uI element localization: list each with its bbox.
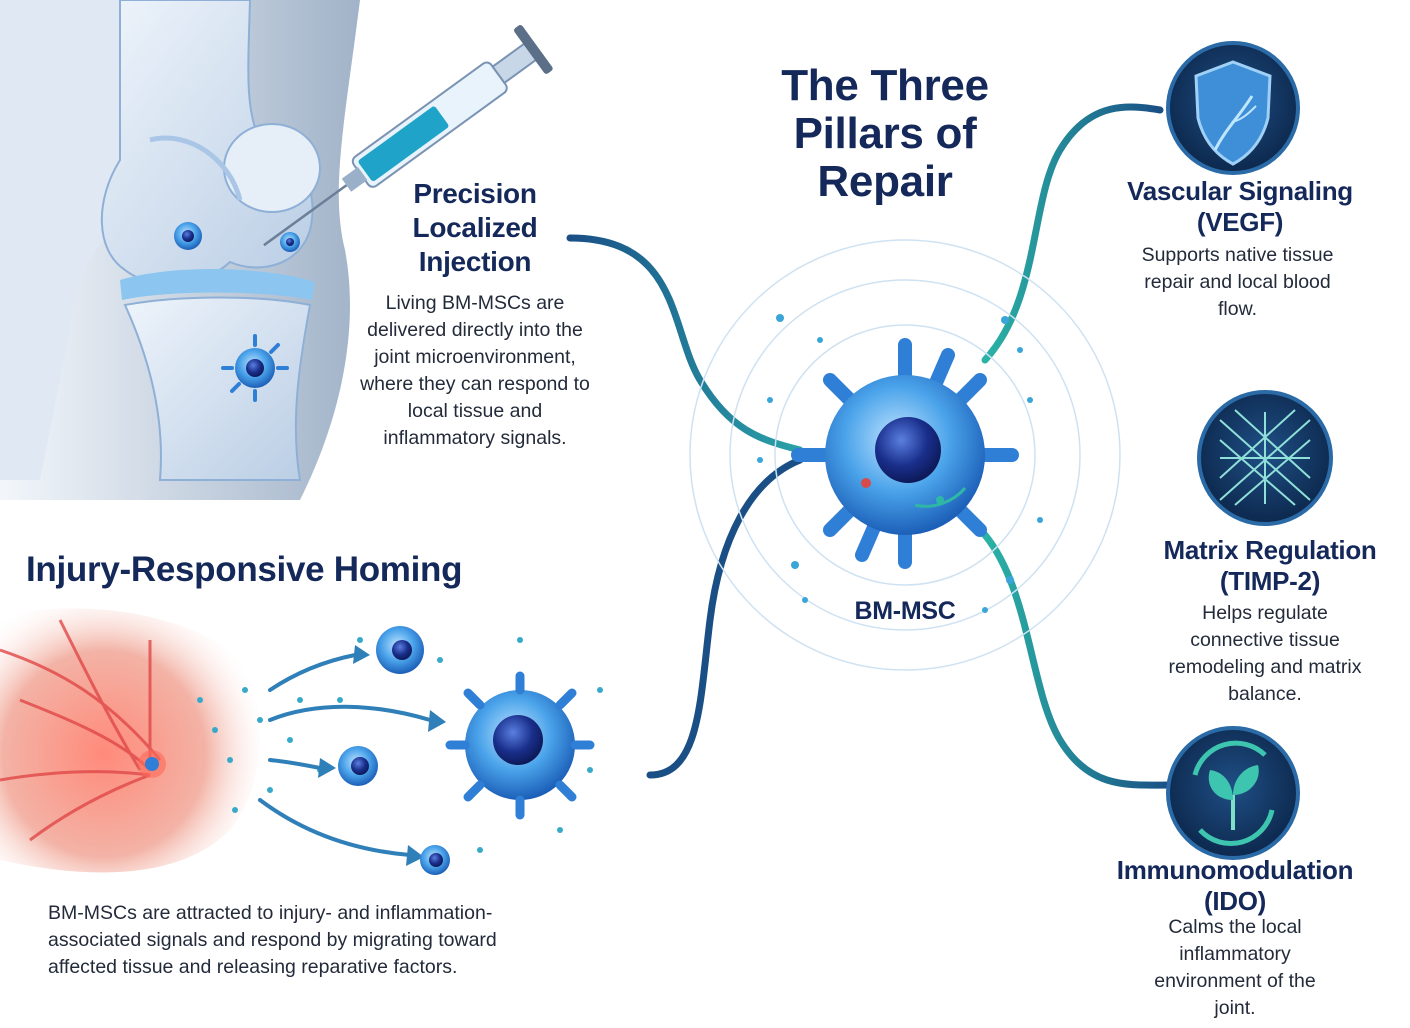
pillar-timp2-heading: Matrix Regulation (TIMP-2) bbox=[1163, 535, 1377, 596]
injection-heading: Precision Localized Injection bbox=[412, 178, 538, 277]
inflamed-tissue-illustration bbox=[0, 608, 260, 873]
center-cell-icon bbox=[791, 338, 1019, 569]
migrating-cell-1 bbox=[376, 626, 424, 674]
connector-lines bbox=[566, 103, 1204, 789]
migration-arrows bbox=[258, 653, 432, 857]
matrix-mesh-icon bbox=[1197, 390, 1333, 526]
knee-cell-2 bbox=[280, 232, 300, 252]
pillar-ido-description: Calms the local inflammatory environment… bbox=[1154, 916, 1316, 1019]
homing-description: BM-MSCs are attracted to injury- and inf… bbox=[48, 902, 497, 978]
knee-cell-3 bbox=[221, 334, 289, 402]
migration-arrowheads bbox=[318, 645, 446, 866]
center-cell-particles bbox=[757, 314, 1043, 613]
pillar-vegf-description: Supports native tissue repair and local … bbox=[1141, 244, 1334, 320]
knee-joint-illustration bbox=[0, 0, 360, 500]
pillar-vegf-heading: Vascular Signaling (VEGF) bbox=[1127, 176, 1353, 237]
migrating-cell-3 bbox=[420, 845, 450, 875]
homing-heading: Injury-Responsive Homing bbox=[26, 550, 463, 589]
shield-vessel-icon bbox=[1166, 41, 1300, 175]
leaf-cycle-icon bbox=[1166, 726, 1300, 860]
migrating-cell-2 bbox=[338, 746, 378, 786]
signal-particles bbox=[197, 637, 603, 853]
page-title: The Three Pillars of Repair bbox=[781, 61, 989, 206]
pillar-ido-heading: Immunomodulation (IDO) bbox=[1116, 855, 1354, 916]
knee-cell-1 bbox=[174, 222, 202, 250]
syringe-icon bbox=[263, 25, 553, 247]
migrating-cell-large bbox=[445, 671, 595, 820]
center-cell-rings bbox=[689, 239, 1121, 671]
center-cell-label: BM-MSC bbox=[854, 597, 956, 625]
pillar-timp2-description: Helps regulate connective tissue remodel… bbox=[1168, 602, 1362, 705]
injection-description: Living BM-MSCs are delivered directly in… bbox=[360, 292, 590, 449]
